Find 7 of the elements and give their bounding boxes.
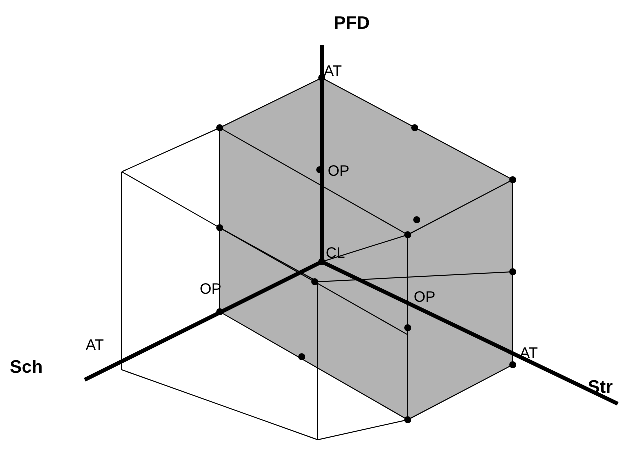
point-label: CL [326,246,346,261]
point-label: OP [328,164,350,179]
point-label: AT [86,338,104,353]
point-label: AT [324,64,342,79]
axis-label: PFD [334,14,370,32]
point-label: OP [414,290,436,305]
axis-label: Sch [10,358,44,376]
